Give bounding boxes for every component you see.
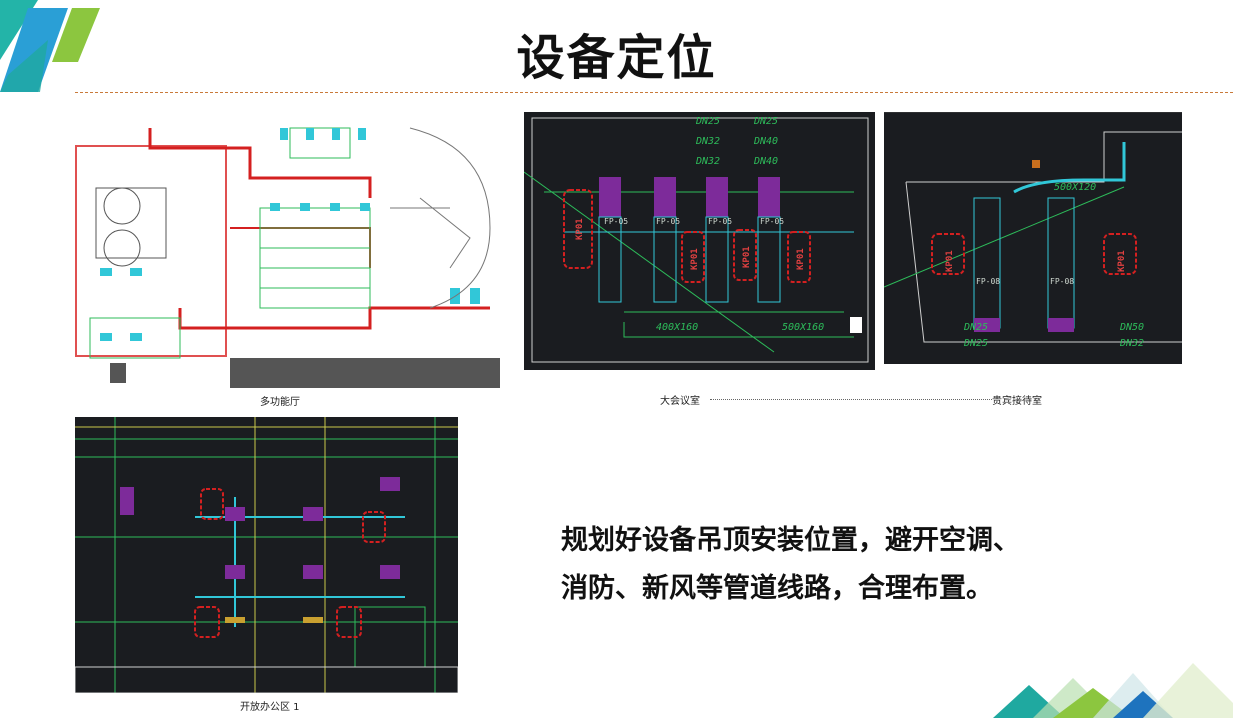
svg-text:KP01: KP01 [945, 250, 955, 272]
svg-text:FP-08: FP-08 [976, 277, 1000, 286]
caption-leader-dots [710, 399, 992, 400]
svg-text:DN25: DN25 [963, 322, 988, 333]
svg-text:FP-05: FP-05 [760, 217, 784, 226]
svg-text:DN40: DN40 [753, 156, 778, 167]
svg-text:400X160: 400X160 [656, 322, 698, 333]
svg-text:DN32: DN32 [695, 136, 720, 147]
caption-office: 开放办公区 1 [240, 702, 300, 713]
svg-text:KP01: KP01 [690, 248, 700, 270]
description-text: 规划好设备吊顶安装位置，避开空调、 消防、新风等管道线路，合理布置。 [561, 517, 1201, 613]
svg-text:DN32: DN32 [695, 156, 720, 167]
corner-decoration [993, 663, 1233, 718]
title-divider [75, 92, 1233, 93]
caption-vip-room: 贵宾接待室 [992, 396, 1042, 407]
svg-text:DN40: DN40 [753, 136, 778, 147]
svg-text:KP01: KP01 [1117, 250, 1127, 272]
svg-text:KP01: KP01 [575, 218, 585, 240]
svg-text:DN32: DN32 [1119, 338, 1144, 349]
svg-text:DN25: DN25 [753, 116, 778, 127]
svg-text:DN50: DN50 [1119, 322, 1144, 333]
svg-text:FP-08: FP-08 [1050, 277, 1074, 286]
svg-text:500X120: 500X120 [1054, 182, 1096, 193]
vip-room-drawing: 500X120 DN25 DN25 DN50 DN32 FP-08 FP-08 … [884, 112, 1182, 364]
meeting-room-drawing: DN25 DN32 DN32 DN25 DN40 DN40 400X160 50… [524, 112, 875, 370]
multi-hall-drawing [70, 108, 500, 388]
svg-text:FP-05: FP-05 [604, 217, 628, 226]
caption-multi-hall: 多功能厅 [260, 397, 300, 408]
office-drawing [75, 417, 458, 693]
svg-text:DN25: DN25 [695, 116, 720, 127]
logo-stripes [0, 0, 100, 92]
svg-text:DN25: DN25 [963, 338, 988, 349]
svg-text:FP-05: FP-05 [708, 217, 732, 226]
svg-text:KP01: KP01 [742, 246, 752, 268]
page-title: 设备定位 [516, 30, 717, 86]
svg-text:500X160: 500X160 [782, 322, 824, 333]
svg-text:KP01: KP01 [796, 248, 806, 270]
description-line-2: 消防、新风等管道线路，合理布置。 [561, 573, 993, 604]
svg-text:FP-05: FP-05 [656, 217, 680, 226]
caption-meeting-room: 大会议室 [660, 396, 700, 407]
description-line-1: 规划好设备吊顶安装位置，避开空调、 [561, 525, 1020, 556]
